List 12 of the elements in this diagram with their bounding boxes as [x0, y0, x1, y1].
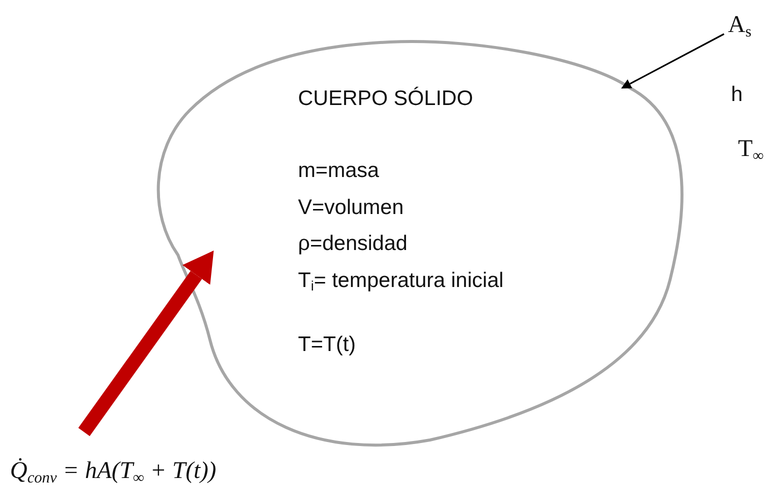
property-text: V=volumen	[298, 196, 404, 220]
symbol-label: T$_{∞}$	[738, 136, 764, 166]
property-text: T$_{i}$= temperatura inicial	[298, 269, 504, 294]
arrow	[78, 250, 214, 436]
symbol-label: h	[731, 83, 743, 107]
property-text: m=masa	[298, 159, 380, 183]
arrow	[621, 33, 724, 88]
property-text: ρ=densidad	[298, 232, 408, 256]
property-text: T=T(t)	[298, 333, 356, 357]
formula-text: Q̇$_{conv}$ = hA(T$_{∞}$ + T(t))	[10, 458, 216, 488]
body-title: CUERPO SÓLIDO	[298, 87, 474, 111]
surface-area-label: A$_{s}$	[728, 12, 752, 42]
